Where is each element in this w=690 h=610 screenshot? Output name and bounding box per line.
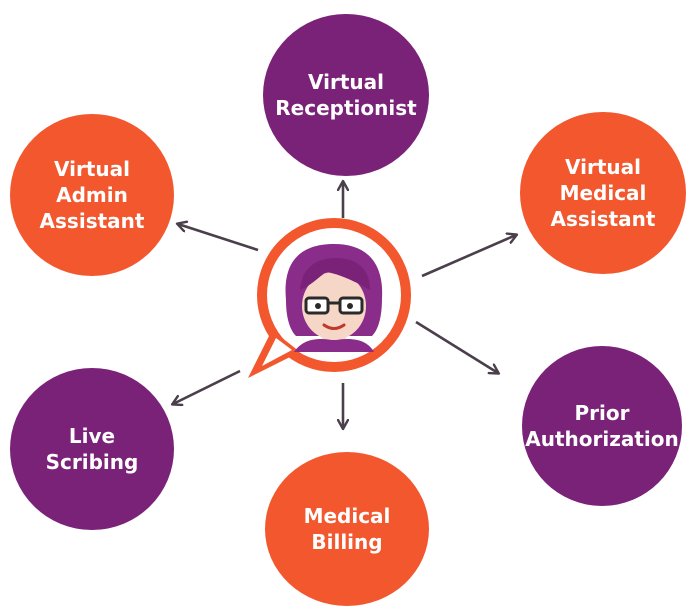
node-label-line: Live [68, 424, 116, 448]
prior-authorization-node: Prior Authorization [522, 346, 682, 506]
node-label-line: Assistant [550, 207, 656, 231]
live-scribing-node: Live Scribing [10, 368, 174, 530]
woman-with-glasses-avatar [285, 244, 383, 352]
node-label-line: Authorization [525, 427, 679, 451]
medical-billing-node: Medical Billing [265, 452, 429, 606]
chat-bubble-avatar-icon [248, 218, 411, 378]
node-label-line: Receptionist [275, 96, 417, 120]
node-label-line: Admin [56, 183, 128, 207]
node-label-line: Prior [574, 401, 630, 425]
virtual-receptionist-node: Virtual Receptionist [263, 14, 429, 176]
arrow-to-lowleft [173, 369, 241, 404]
node-label-line: Assistant [39, 209, 145, 233]
node-label-line: Medical [303, 504, 391, 528]
virtual-medical-assistant-node: Virtual Medical Assistant [520, 112, 686, 274]
arrow-to-lowright [415, 320, 498, 373]
node-label-line: Virtual [307, 70, 384, 94]
virtual-admin-assistant-node: Virtual Admin Assistant [10, 114, 174, 276]
node-label-line: Medical [559, 181, 647, 205]
arrow-to-upright [421, 235, 516, 278]
node-label-line: Billing [311, 530, 383, 554]
arrow-to-upleft [178, 224, 259, 252]
node-label-line: Virtual [54, 157, 130, 181]
node-label-line: Virtual [565, 155, 641, 179]
node-label-line: Scribing [45, 450, 139, 474]
